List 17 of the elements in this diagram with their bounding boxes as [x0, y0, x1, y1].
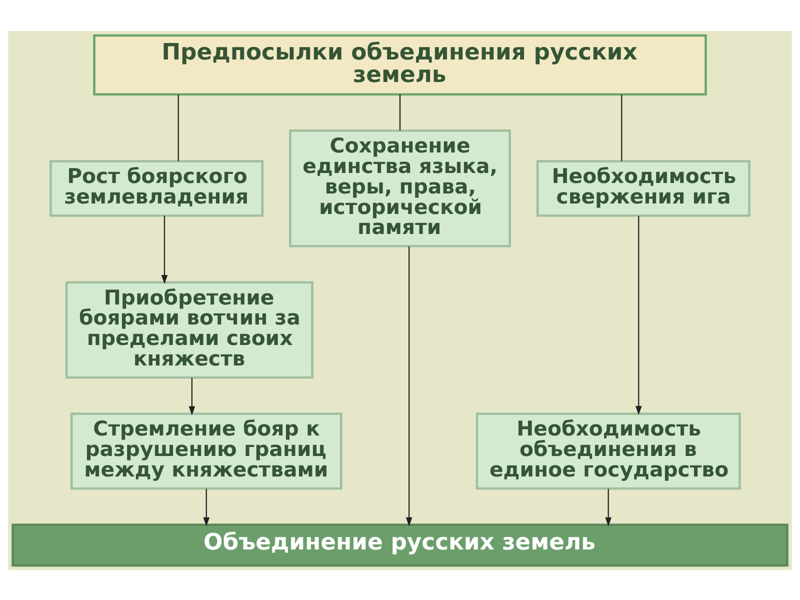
arrow [161, 215, 168, 284]
arrow [188, 377, 196, 415]
arrow [406, 246, 412, 526]
node-box: Предпосылки объединения русских земель [93, 34, 707, 96]
connector [399, 94, 401, 130]
arrow [635, 216, 642, 415]
node-box: Необходимость свержения ига [536, 160, 750, 216]
connector [178, 94, 179, 161]
arrow [203, 488, 210, 526]
node-box: Объединение русских земель [12, 523, 788, 566]
node-box: Приобретение боярами вотчин за пределами своих княжеств [65, 280, 314, 378]
node-box: Необходимость объединения в единое государство [476, 412, 741, 490]
node-box: Стремление бояр к разрушению границ между княжествами [70, 412, 342, 490]
node-box: Сохранение единства языка, веры, права, исторической памяти [289, 129, 511, 247]
arrow [605, 488, 612, 526]
connector [621, 94, 622, 161]
node-box: Рост боярского землевладения [50, 160, 264, 216]
